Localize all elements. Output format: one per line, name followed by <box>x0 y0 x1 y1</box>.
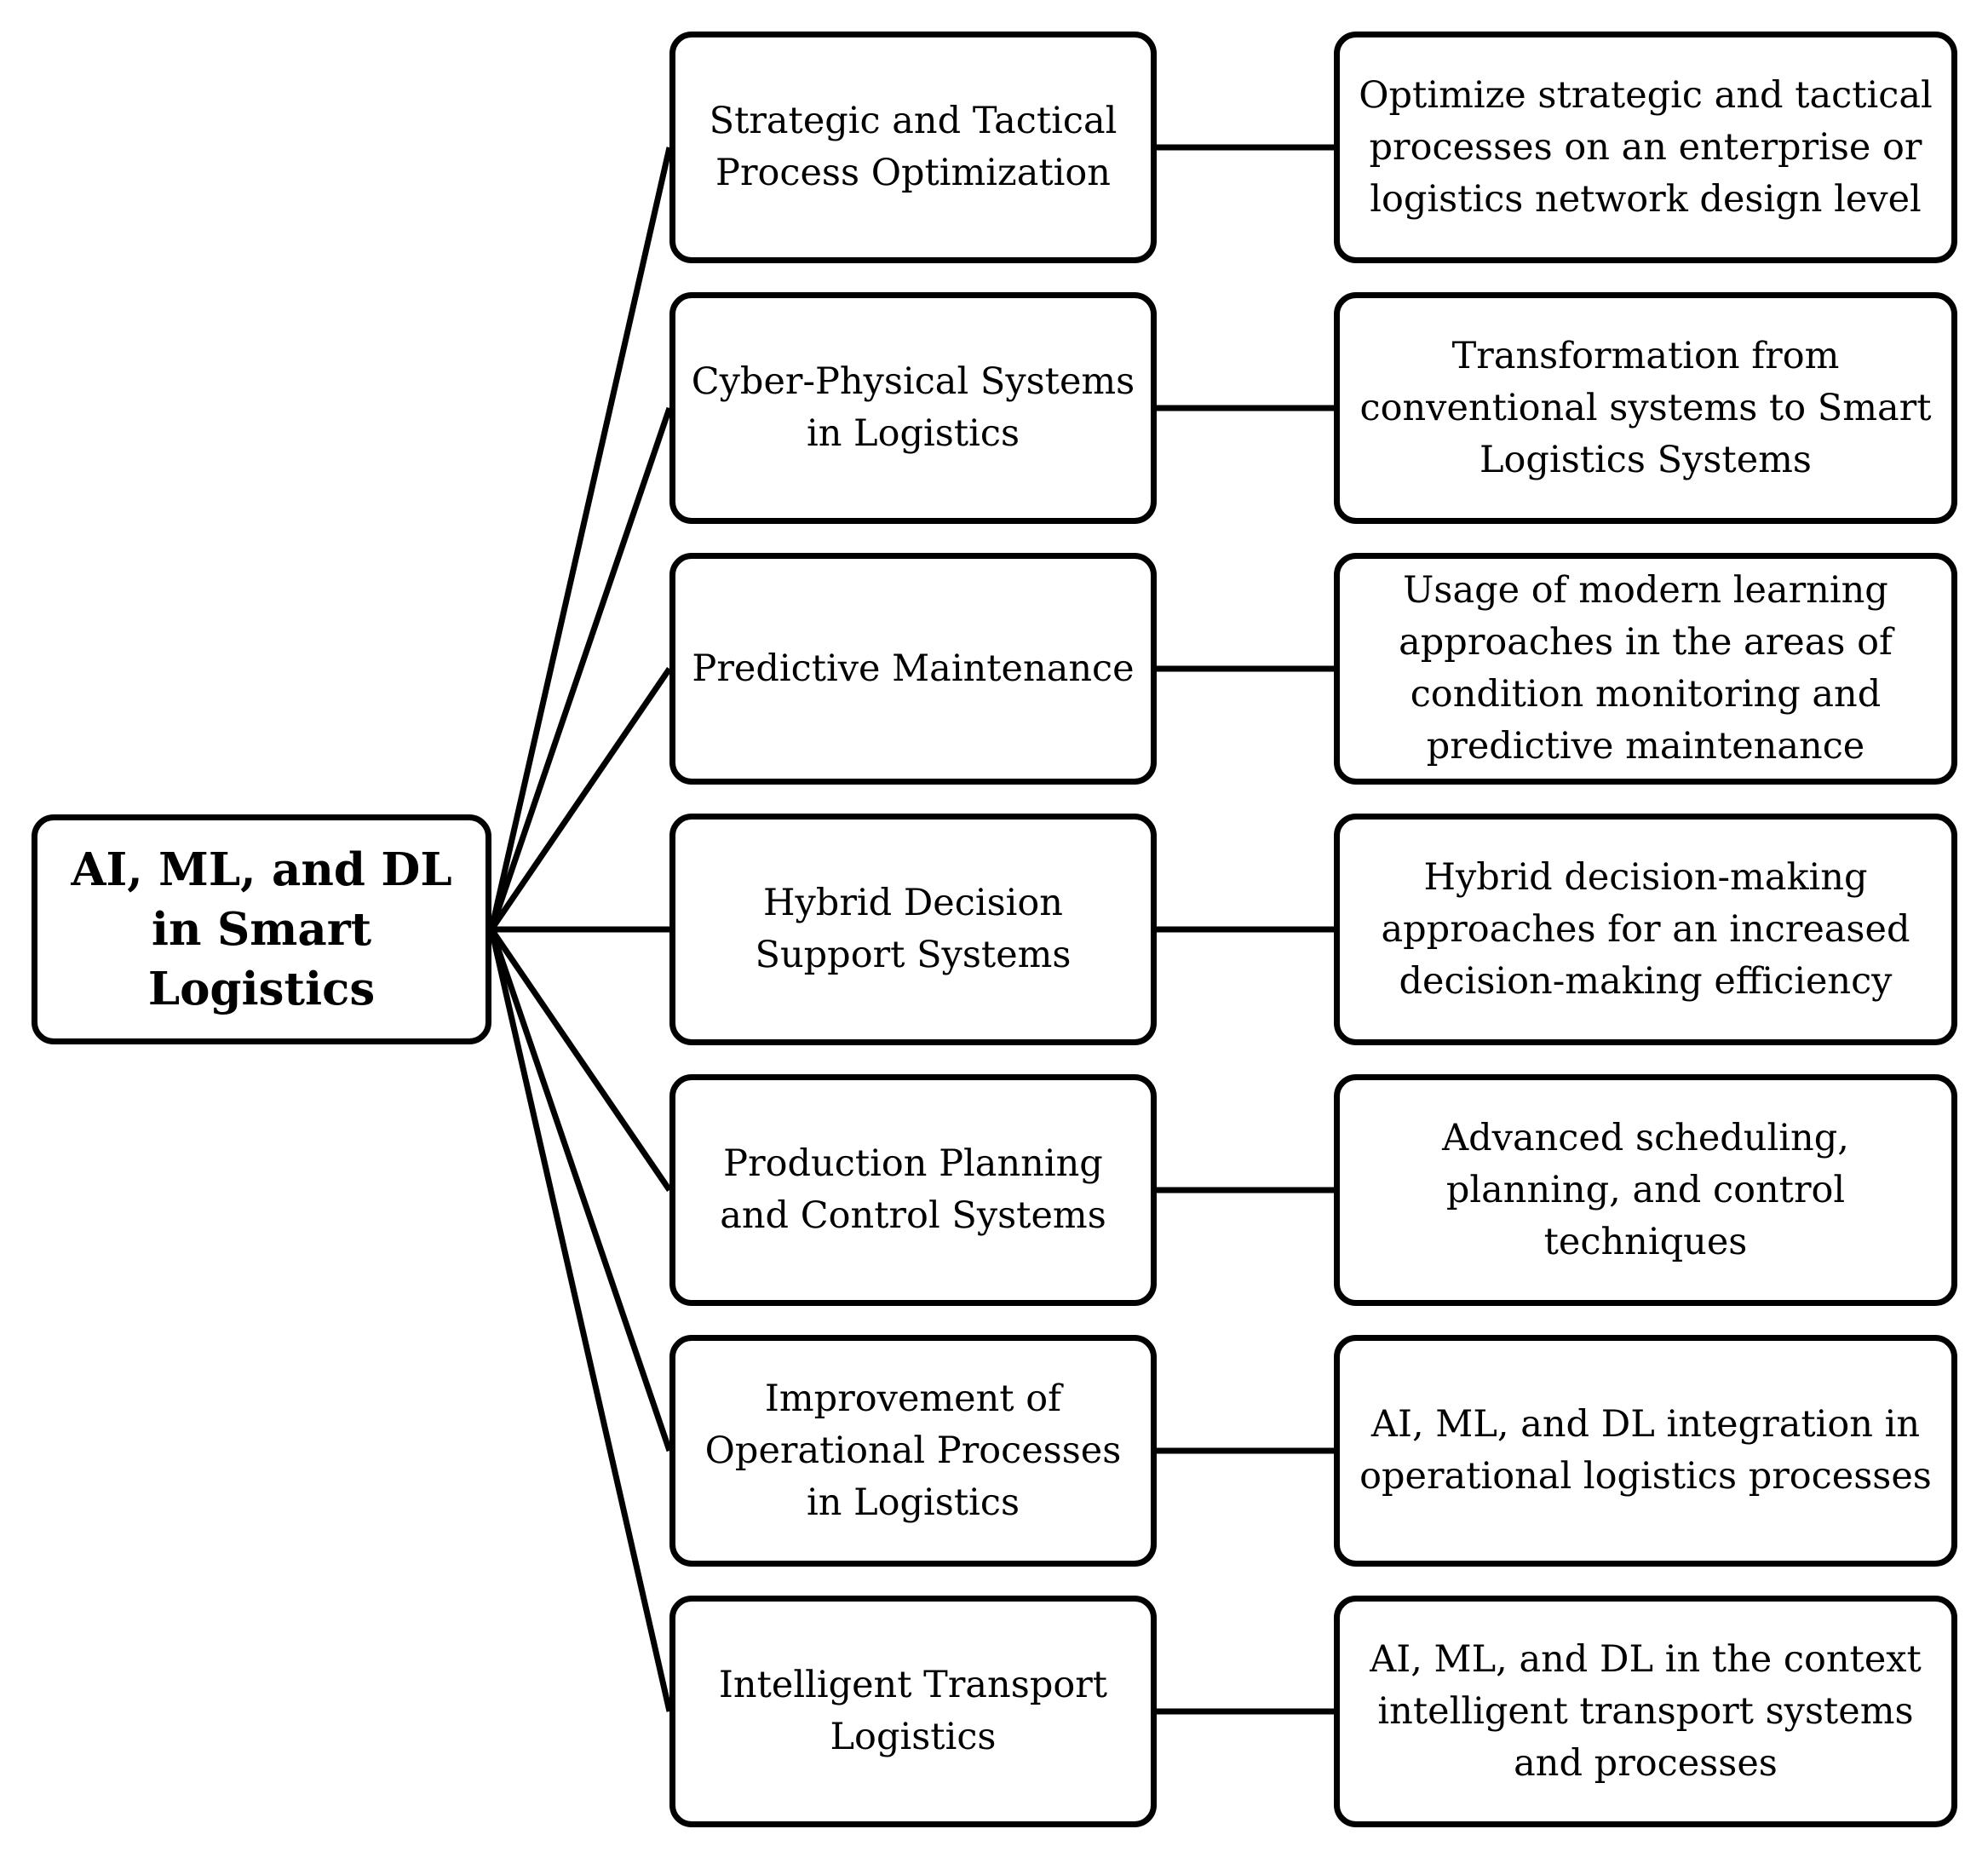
topic-node-label: Hybrid Decision Support Systems <box>755 882 1072 976</box>
description-node-cyber-physical-systems: Transformation from conventional systems… <box>1334 292 1957 524</box>
description-node-strategic-optimization: Optimize strategic and tactical processe… <box>1334 32 1957 263</box>
topic-node-label: Intelligent Transport Logistics <box>718 1664 1108 1758</box>
root-to-topic-connector <box>488 147 673 930</box>
root-to-topic-connector <box>488 929 673 1712</box>
root-to-topic-connector <box>488 406 673 931</box>
topic-node-intelligent-transport: Intelligent Transport Logistics <box>669 1596 1157 1827</box>
topic-node-label: Production Planning and Control Systems <box>720 1142 1106 1237</box>
topic-node-label: Predictive Maintenance <box>692 647 1135 690</box>
topic-node-hybrid-decision-support: Hybrid Decision Support Systems <box>669 814 1157 1045</box>
topic-node-label: Cyber-Physical Systems in Logistics <box>691 360 1135 455</box>
description-node-intelligent-transport: AI, ML, and DL in the context intelligen… <box>1334 1596 1957 1827</box>
description-node-label: Usage of modern learning approaches in t… <box>1399 569 1893 768</box>
topic-node-label: Improvement of Operational Processes in … <box>704 1377 1122 1524</box>
description-node-label: Hybrid decision-making approaches for an… <box>1381 855 1910 1003</box>
description-node-label: AI, ML, and DL integration in operationa… <box>1359 1403 1932 1498</box>
root-to-topic-connector <box>488 928 673 1452</box>
root-to-topic-connector <box>489 928 672 1192</box>
description-node-label: AI, ML, and DL in the context intelligen… <box>1370 1637 1922 1785</box>
root-node: AI, ML, and DL in Smart Logistics <box>32 814 491 1044</box>
topic-node-strategic-optimization: Strategic and Tactical Process Optimizat… <box>669 32 1157 263</box>
topic-node-label: Strategic and Tactical Process Optimizat… <box>709 100 1118 194</box>
topic-node-predictive-maintenance: Predictive Maintenance <box>669 553 1157 785</box>
topic-node-operational-processes: Improvement of Operational Processes in … <box>669 1335 1157 1567</box>
topic-node-production-planning: Production Planning and Control Systems <box>669 1074 1157 1306</box>
description-node-hybrid-decision-support: Hybrid decision-making approaches for an… <box>1334 814 1957 1045</box>
description-node-label: Optimize strategic and tactical processe… <box>1359 73 1933 221</box>
root-node-label: AI, ML, and DL in Smart Logistics <box>71 843 452 1015</box>
description-node-production-planning: Advanced scheduling, planning, and contr… <box>1334 1074 1957 1306</box>
description-node-operational-processes: AI, ML, and DL integration in operationa… <box>1334 1335 1957 1567</box>
root-to-topic-connector <box>489 667 672 931</box>
description-node-label: Transformation from conventional systems… <box>1359 334 1932 481</box>
topic-node-cyber-physical-systems: Cyber-Physical Systems in Logistics <box>669 292 1157 524</box>
description-node-label: Advanced scheduling, planning, and contr… <box>1442 1116 1849 1263</box>
description-node-predictive-maintenance: Usage of modern learning approaches in t… <box>1334 553 1957 785</box>
